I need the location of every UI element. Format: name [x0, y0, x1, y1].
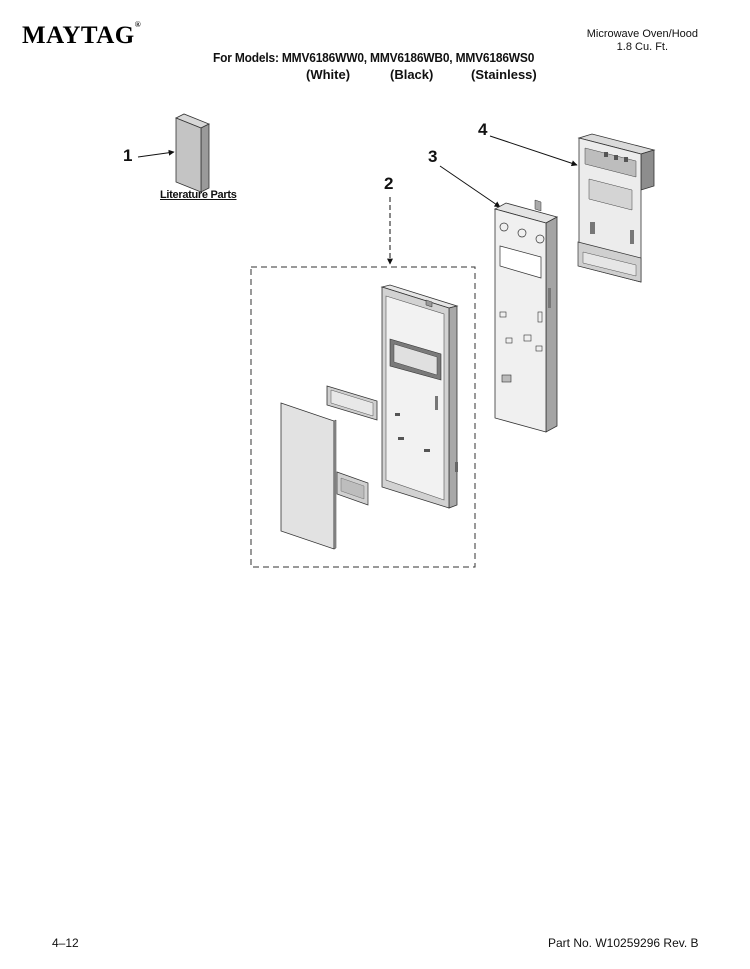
- part-2-control-panel-assembly: [250, 197, 476, 568]
- product-description: Microwave Oven/Hood 1.8 Cu. Ft.: [587, 28, 698, 54]
- callout-2: 2: [384, 174, 394, 193]
- part-number: Part No. W10259296 Rev. B: [548, 936, 699, 950]
- leader-arrow-1: [137, 149, 175, 158]
- product-type: Microwave Oven/Hood: [586, 28, 698, 40]
- variant-black: (Black): [390, 67, 434, 82]
- page-number: 4‒12: [52, 936, 79, 950]
- callout-1: 1: [123, 146, 133, 165]
- leader-arrow-4: [489, 135, 578, 167]
- variant-white: (White): [306, 67, 351, 82]
- part-3-control-bracket: [439, 165, 559, 433]
- callout-3: 3: [428, 147, 438, 166]
- part-1-literature-booklet: [137, 113, 210, 193]
- brand-logo: MAYTAG®: [22, 20, 142, 49]
- callout-4: 4: [478, 120, 488, 139]
- assembly-dashed-box: [250, 266, 476, 568]
- variant-stainless: (Stainless): [471, 67, 537, 82]
- models-line: For Models: MMV6186WW0, MMV6186WB0, MMV6…: [213, 50, 535, 65]
- part-4-control-board: [489, 133, 656, 283]
- leader-arrow-3: [439, 165, 501, 208]
- literature-parts-label: Literature Parts: [160, 189, 237, 201]
- product-capacity: 1.8 Cu. Ft.: [616, 41, 669, 53]
